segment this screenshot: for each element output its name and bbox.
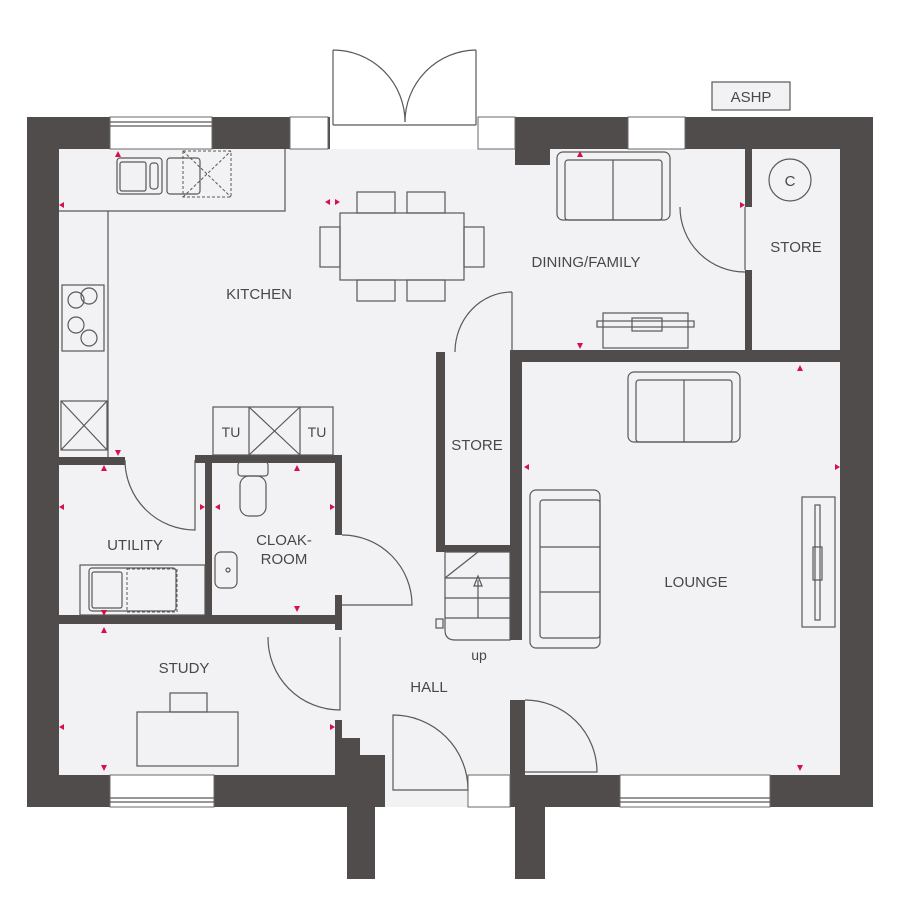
room-label-store-rear: STORE	[770, 239, 821, 256]
kitchen-worktop	[59, 149, 286, 457]
room-label-study: STUDY	[159, 660, 210, 677]
room-label-hall: HALL	[410, 679, 448, 696]
room-label-cloakroom-1: CLOAK-	[256, 532, 312, 549]
study-desk	[136, 692, 239, 767]
cylinder-icon	[768, 158, 812, 202]
tv-unit	[596, 312, 695, 349]
lounge-sofa-small	[627, 371, 741, 443]
staircase	[435, 551, 511, 641]
windows	[109, 116, 771, 808]
dining-table	[319, 191, 485, 302]
hob-icon	[61, 284, 105, 352]
toilet-icon	[237, 461, 269, 517]
utility-sink	[79, 564, 206, 616]
floor-area	[59, 149, 840, 775]
basin-icon	[214, 551, 238, 589]
room-label-kitchen: KITCHEN	[226, 286, 292, 303]
internal-walls	[59, 149, 840, 775]
cylinder-label: C	[785, 173, 796, 190]
room-label-dining-family: DINING/FAMILY	[532, 254, 641, 271]
room-label-cloakroom-2: ROOM	[261, 551, 308, 568]
tall-units	[212, 406, 334, 456]
lounge-tv-unit	[801, 496, 836, 628]
room-label-lounge: LOUNGE	[664, 574, 727, 591]
ashp-box	[711, 81, 791, 111]
armchair-sofa	[556, 151, 671, 221]
tall-unit-label-right: TU	[308, 424, 327, 440]
internal-doors	[124, 206, 746, 791]
ashp-label: ASHP	[731, 89, 772, 106]
room-label-utility: UTILITY	[107, 537, 163, 554]
french-doors	[332, 49, 477, 126]
appliance-space	[60, 400, 108, 451]
socket-markers	[59, 151, 840, 771]
tall-unit-label-left: TU	[222, 424, 241, 440]
room-label-store-hall: STORE	[451, 437, 502, 454]
stairs-up-label: up	[471, 647, 487, 663]
lounge-sofa-large	[529, 489, 601, 649]
